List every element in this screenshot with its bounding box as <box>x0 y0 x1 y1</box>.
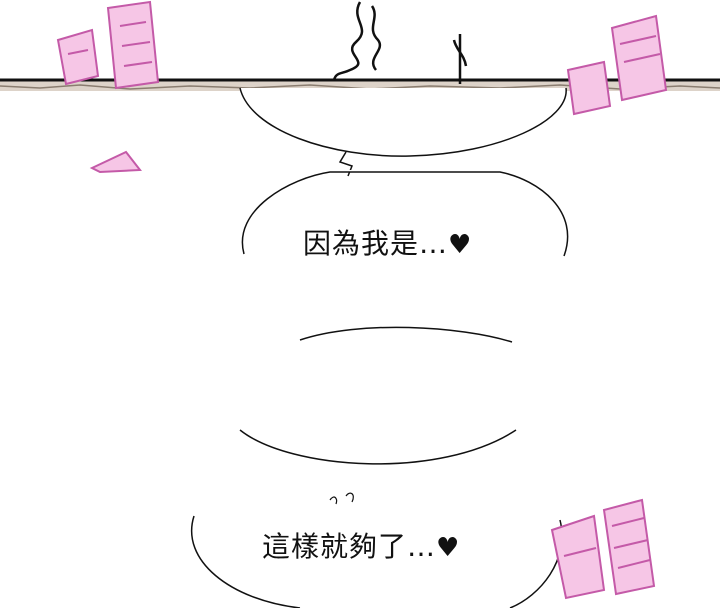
speech-bubble-1 <box>241 171 569 257</box>
bubble-3-text-line: 這樣就夠了…♥ <box>262 525 460 565</box>
sfx-bottom-right <box>550 498 656 600</box>
bubble-3-text: 這樣就夠了… <box>262 530 437 563</box>
panel-gap <box>0 170 720 172</box>
bubble-1-text: 因為我是… <box>303 227 449 260</box>
hanging-sketch-lines <box>332 1 468 84</box>
speech-bubble-top <box>239 87 567 177</box>
sfx-middle-left <box>89 150 142 174</box>
speech-bubble-2 <box>239 326 517 465</box>
bubble-1-text-line: 因為我是…♥ <box>303 222 472 262</box>
sfx-top-left <box>56 0 160 90</box>
sfx-top-right <box>566 14 668 116</box>
heart-icon: ♥ <box>448 230 473 260</box>
heart-icon: ♥ <box>436 533 461 563</box>
